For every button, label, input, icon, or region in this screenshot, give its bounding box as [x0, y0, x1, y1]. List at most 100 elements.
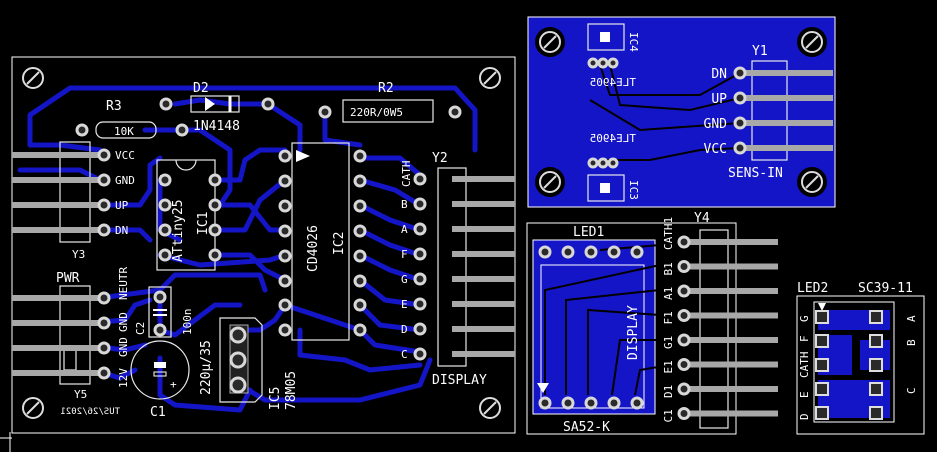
y4-pad	[677, 382, 691, 396]
y2-pin-label: A	[401, 223, 408, 236]
y3-pad	[97, 148, 111, 162]
led2-left-label: E	[798, 391, 811, 398]
ic1-attiny25: ATtiny25 IC1	[156, 159, 222, 271]
y3-pad	[97, 173, 111, 187]
y4-pin-label: A1	[662, 287, 675, 300]
y5-pin-label: GND	[117, 337, 130, 357]
led2-label: LED2	[797, 281, 828, 296]
led2-pad-right	[869, 358, 883, 372]
y2-pin-label: C	[401, 348, 408, 361]
y4-pin-label: CATH1	[662, 217, 675, 250]
ic4-label: IC4	[627, 32, 640, 52]
led2-part: SC39-11	[858, 281, 913, 296]
led2-pad-left	[815, 406, 829, 420]
y3-pin-label: UP	[115, 199, 129, 212]
y5-label: Y5	[74, 388, 87, 401]
ic3-label: IC3	[627, 180, 640, 200]
ic2-label: IC2	[332, 232, 347, 255]
y5-pin-label: NEUTR	[117, 267, 130, 300]
led1-part: SA52-K	[563, 420, 610, 435]
r3-value: 10K	[114, 125, 134, 138]
led1-board: LED1 Y4 DISPLAY SA52-K CATH1B1A1F1G1E1D1…	[526, 211, 778, 435]
y1-pad	[733, 91, 747, 105]
y1-label: Y1	[752, 44, 768, 59]
led2-pad-left	[815, 358, 829, 372]
led2-left-label: G	[798, 315, 811, 322]
led1-bottom-pads	[538, 245, 644, 410]
y2-pin-label: D	[401, 323, 408, 336]
ic3-sensor: IC3 TLE4905	[587, 132, 640, 202]
y5-pin-label: GND	[117, 312, 130, 332]
y5-pad	[97, 316, 111, 330]
ic3-value: TLE4905	[590, 132, 636, 145]
led2-pad-right	[869, 382, 883, 396]
y2-pin-label: B	[401, 198, 408, 211]
y1-pad	[733, 66, 747, 80]
y2-pad	[413, 172, 427, 186]
y4-label: Y4	[694, 211, 710, 226]
ic5-78m05: IC5 78M05	[219, 317, 299, 410]
sensor-traces	[589, 64, 741, 161]
r3-label: R3	[106, 99, 122, 114]
resistor-r2: R2 220R/0W5	[318, 81, 462, 123]
capacitor-c2: C2 100n	[134, 286, 194, 338]
y4-pad	[677, 284, 691, 298]
y4-pin-label: C1	[662, 409, 675, 422]
d2-value: 1N4148	[193, 119, 240, 134]
y4-pad	[677, 333, 691, 347]
y4-pad	[677, 260, 691, 273]
led1-label: LED1	[573, 225, 604, 240]
ic2-cd4026: CD4026 IC2	[278, 142, 367, 341]
y1-pad	[733, 141, 747, 155]
c1-plus: +	[170, 378, 177, 391]
footer-mirror-text: TUS/26/2021	[60, 407, 120, 417]
sensor-board: IC4 TLE4905 IC3 TLE4905 Y1 SENS-IN DNUPG…	[527, 16, 836, 208]
y2-pad	[413, 197, 427, 211]
y4-connector-body	[699, 229, 729, 429]
main-traces	[17, 85, 478, 413]
y4-pin-label: B1	[662, 262, 675, 275]
led2-pad-right	[869, 334, 883, 348]
y5-pad	[97, 341, 111, 355]
y2-pad	[413, 222, 427, 236]
led2-right-label: B	[905, 339, 918, 346]
y4-pin-label: E1	[662, 360, 675, 373]
y3-label: Y3	[72, 248, 85, 261]
led2-left-label: CATH	[798, 352, 811, 379]
led2-left-label: D	[798, 413, 811, 420]
ic1-value: ATtiny25	[171, 199, 186, 262]
y1-pin-label: VCC	[704, 142, 727, 157]
ic5-value: 78M05	[284, 371, 299, 410]
led2-pad-left	[815, 382, 829, 396]
c1-value: 220µ/35	[199, 340, 214, 395]
d2-label: D2	[193, 81, 209, 96]
pwr-label: PWR	[56, 271, 80, 286]
led2-pad-right	[869, 310, 883, 324]
y2-caption: DISPLAY	[432, 373, 487, 388]
led2-left-label: F	[798, 335, 811, 342]
led2-pad-left	[815, 310, 829, 324]
led2-pad-right	[869, 406, 883, 420]
y2-pin-label: G	[401, 273, 408, 286]
y2-pad	[413, 322, 427, 336]
resistor-r3: R3 10K	[75, 99, 189, 139]
y3-pad	[97, 198, 111, 212]
led1-display: DISPLAY	[626, 305, 641, 360]
y2-pad	[413, 297, 427, 311]
y1-connector-body	[751, 60, 788, 161]
r2-label: R2	[378, 81, 394, 96]
y2-pad	[413, 272, 427, 286]
y4-pad	[677, 358, 691, 371]
y4-pin-label: D1	[662, 385, 675, 398]
led2-pad-left	[815, 334, 829, 348]
main-board-outline	[11, 56, 516, 434]
led1-traces	[544, 244, 671, 396]
y2-label: Y2	[432, 151, 448, 166]
y4-pad	[677, 309, 691, 322]
led2-right-label: A	[905, 315, 918, 322]
y4-pin-label: F1	[662, 311, 675, 324]
y1-pin-label: UP	[711, 92, 727, 107]
